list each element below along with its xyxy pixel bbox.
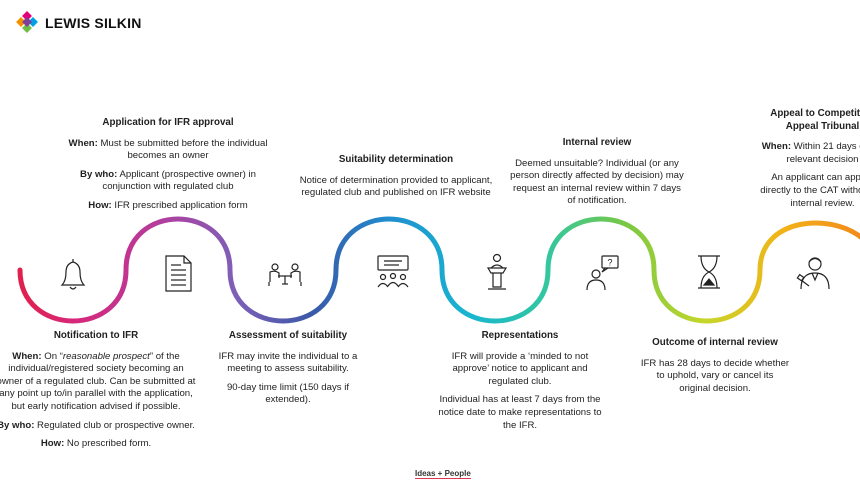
detail-text: 90-day time limit (150 days if extended)… — [226, 381, 350, 406]
stage-detail-line: 90-day time limit (150 days if extended)… — [203, 382, 373, 407]
stage-detail-line: By who: Regulated club or prospective ow… — [0, 420, 196, 433]
detail-label: How: — [88, 199, 112, 211]
stage-detail-line: IFR has 28 days to decide whether to uph… — [640, 358, 790, 396]
detail-label: When: — [761, 141, 792, 153]
diamond-cluster-logo-icon — [16, 11, 38, 33]
hourglass-icon — [698, 255, 720, 289]
detail-text: Within 21 days of the relevant decision — [786, 141, 860, 165]
detail-text: IFR prescribed application form — [111, 199, 248, 211]
detail-text: ” of the individual/registered society b… — [0, 350, 196, 412]
stage-title: Appeal to Competition Appeal Tribunal — [770, 108, 860, 132]
stage-title: Representations — [481, 330, 559, 341]
detail-emphasis: reasonable prospect — [62, 350, 150, 362]
detail-label: By who: — [0, 419, 35, 431]
detail-text: An applicant can appeal directly to the … — [760, 172, 860, 209]
stage-title: Outcome of internal review — [652, 337, 778, 348]
footer-tagline: Ideas + People — [415, 469, 471, 479]
detail-text: Deemed unsuitable? Individual (or any pe… — [510, 157, 684, 207]
stage-title: Application for IFR approval — [102, 117, 234, 128]
podium-icon — [486, 253, 508, 290]
detail-text: IFR will provide a ‘minded to not approv… — [451, 350, 589, 387]
brand-logo: LEWIS SILKIN — [14, 11, 142, 35]
stage-detail-line: Notice of determination provided to appl… — [297, 175, 495, 200]
stage-detail-line: IFR will provide a ‘minded to not approv… — [434, 351, 606, 389]
stage-title: Suitability determination — [338, 154, 454, 165]
stage-detail-line: How: IFR prescribed application form — [68, 200, 268, 213]
detail-text-pre: On “ — [41, 350, 63, 362]
detail-text: IFR has 28 days to decide whether to uph… — [640, 357, 790, 394]
stage-detail-line: By who: Applicant (prospective owner) in… — [68, 169, 268, 194]
stage-detail-line: How: No prescribed form. — [0, 438, 196, 451]
stage-detail-line: Deemed unsuitable? Individual (or any pe… — [508, 158, 686, 208]
stage-detail-line: When: On “reasonable prospect” of the in… — [0, 351, 196, 414]
detail-text: No prescribed form. — [64, 438, 152, 450]
stage-detail-line: An applicant can appeal directly to the … — [755, 172, 860, 210]
stage-appeal-to-competition-appeal-tribunal: Appeal to Competition Appeal TribunalWhe… — [755, 108, 860, 216]
document-icon — [165, 255, 192, 292]
detail-label: By who: — [80, 168, 118, 180]
stage-title: Assessment of suitability — [228, 330, 348, 341]
detail-text: IFR may invite the individual to a meeti… — [218, 350, 358, 375]
stage-title: Internal review — [562, 137, 632, 148]
detail-text: Applicant (prospective owner) in conjunc… — [102, 168, 256, 193]
detail-text: Must be submitted before the individual … — [97, 137, 268, 162]
footer-tagline-text: Ideas + People — [415, 469, 471, 479]
stage-detail-line: When: Must be submitted before the indiv… — [68, 138, 268, 163]
detail-text: Notice of determination provided to appl… — [299, 174, 493, 199]
svg-text:?: ? — [607, 258, 612, 268]
detail-text: Individual has at least 7 days from the … — [438, 394, 602, 431]
stage-notification-to-ifr: Notification to IFR When: On “reasonable … — [0, 330, 196, 457]
judge-icon — [796, 257, 830, 290]
meeting-icon — [268, 263, 302, 286]
detail-label: When: — [68, 137, 98, 149]
question-person-icon: ? — [586, 255, 619, 291]
presentation-icon — [377, 255, 409, 288]
bell-icon — [60, 259, 86, 290]
stage-detail-line: IFR may invite the individual to a meeti… — [203, 351, 373, 376]
brand-name: LEWIS SILKIN — [45, 15, 142, 31]
detail-text: Regulated club or prospective owner. — [34, 419, 195, 431]
stage-detail-line: Individual has at least 7 days from the … — [434, 394, 606, 432]
stage-detail-line: When: Within 21 days of the relevant dec… — [755, 141, 860, 166]
stage-title: Notification to IFR — [53, 330, 139, 341]
timeline-wave-line — [17, 216, 860, 324]
detail-label: How: — [40, 438, 65, 450]
detail-label: When: — [12, 350, 42, 362]
